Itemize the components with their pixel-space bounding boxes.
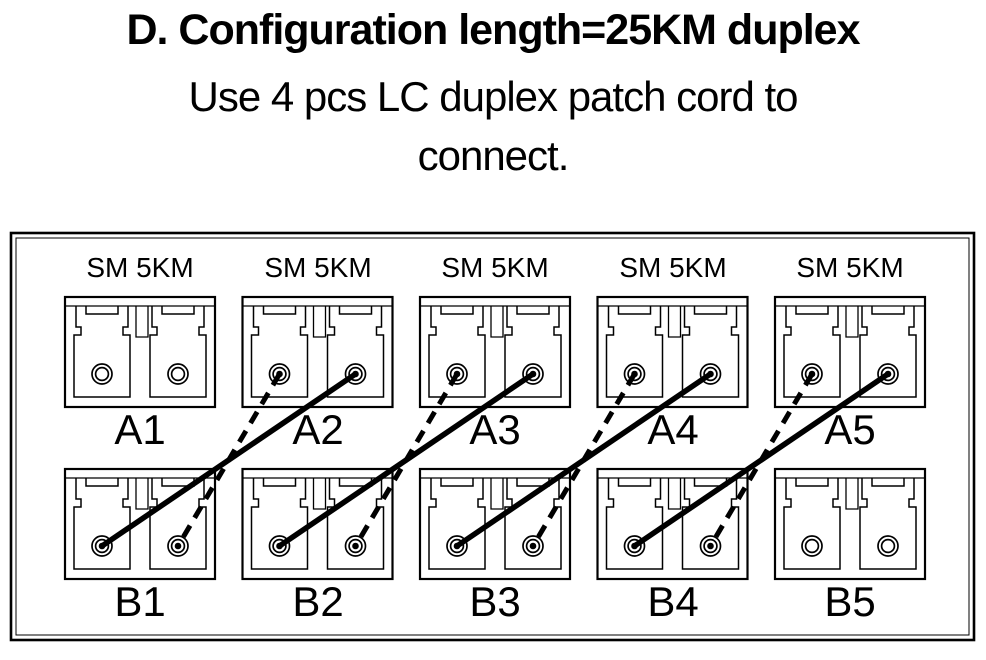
diagram-subtitle-line-2: connect. xyxy=(417,132,570,179)
module-id-label: A1 xyxy=(114,406,166,453)
module-id-label: B3 xyxy=(469,578,521,625)
module-type-label: SM 5KM xyxy=(264,252,372,283)
module-id-label: B1 xyxy=(114,578,166,625)
module-id-label: A5 xyxy=(824,406,876,453)
module-type-label: SM 5KM xyxy=(86,252,194,283)
module-id-label: A3 xyxy=(469,406,521,453)
module-id-label: B5 xyxy=(824,578,876,625)
diagram-subtitle: Use 4 pcs LC duplex patch cord to connec… xyxy=(0,67,986,185)
module-type-label: SM 5KM xyxy=(619,252,727,283)
diagram-title: D. Configuration length=25KM duplex xyxy=(126,6,860,54)
module-type-label: SM 5KM xyxy=(441,252,549,283)
diagram-subtitle-line-1: Use 4 pcs LC duplex patch cord to xyxy=(188,73,798,120)
module-id-label: B4 xyxy=(647,578,699,625)
module-id-label: B2 xyxy=(292,578,344,625)
module-id-label: A2 xyxy=(292,406,344,453)
module-type-label: SM 5KM xyxy=(796,252,904,283)
module-id-label: A4 xyxy=(647,406,699,453)
